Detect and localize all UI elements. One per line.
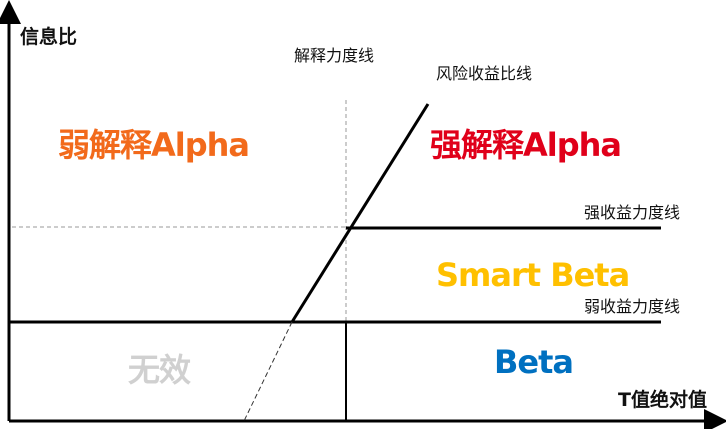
weak-return-line-label: 弱收益力度线	[584, 297, 681, 316]
y-axis-label: 信息比	[20, 26, 78, 48]
x-axis-label: T值绝对值	[618, 389, 707, 411]
strong-alpha-region-label: 强解释Alpha	[430, 126, 622, 164]
risk-return-line	[290, 103, 430, 323]
invalid-region-label: 无效	[128, 351, 191, 389]
smart-beta-region-label: Smart Beta	[436, 256, 630, 294]
strong-return-line-label: 强收益力度线	[584, 203, 681, 222]
risk-return-dashed	[243, 321, 293, 422]
risk-return-line-label: 风险收益比线	[436, 64, 533, 83]
explanatory-line-label: 解释力度线	[294, 46, 375, 65]
weak-alpha-region-label: 弱解释Alpha	[58, 126, 250, 164]
beta-region-label: Beta	[494, 343, 574, 381]
